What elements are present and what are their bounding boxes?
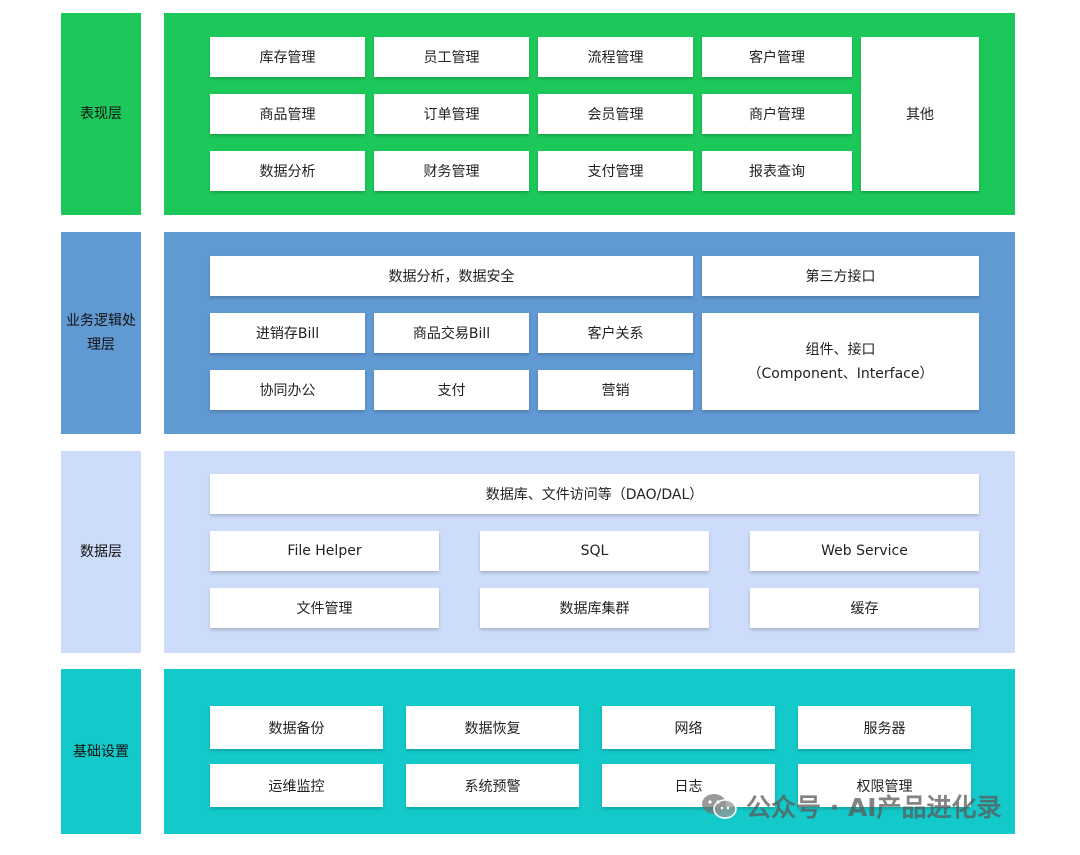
module-box: SQL <box>480 531 709 571</box>
module-box: 客户关系 <box>538 313 693 353</box>
module-box: Web Service <box>750 531 979 571</box>
presentation-layer-panel: 库存管理 员工管理 流程管理 客户管理 商品管理 订单管理 会员管理 商户管理 … <box>164 13 1015 215</box>
data-security-box: 数据分析，数据安全 <box>210 256 693 296</box>
module-box: 财务管理 <box>374 151 529 191</box>
component-interface-line1: 组件、接口 <box>805 341 876 358</box>
module-box: 商品管理 <box>210 94 365 134</box>
module-box: 流程管理 <box>538 37 693 77</box>
module-box: 报表查询 <box>702 151 852 191</box>
component-interface-line2: （Component、Interface） <box>747 365 934 382</box>
other-box: 其他 <box>861 37 979 191</box>
module-box: 进销存Bill <box>210 313 365 353</box>
infrastructure-layer-label-text: 基础设置 <box>73 743 129 760</box>
presentation-layer-label: 表现层 <box>61 13 141 215</box>
component-interface-box: 组件、接口 （Component、Interface） <box>702 313 979 410</box>
module-box: 员工管理 <box>374 37 529 77</box>
module-box: 支付 <box>374 370 529 410</box>
module-box: 系统预警 <box>406 764 579 807</box>
module-box: 数据备份 <box>210 706 383 749</box>
data-layer-label: 数据层 <box>61 451 141 653</box>
module-box: 会员管理 <box>538 94 693 134</box>
infrastructure-layer-label: 基础设置 <box>61 669 141 834</box>
business-layer-panel: 数据分析，数据安全 第三方接口 进销存Bill 商品交易Bill 客户关系 协同… <box>164 232 1015 434</box>
module-box: 订单管理 <box>374 94 529 134</box>
module-box: 数据恢复 <box>406 706 579 749</box>
module-box: 网络 <box>602 706 775 749</box>
module-box: 数据分析 <box>210 151 365 191</box>
watermark: 公众号 · AI产品进化录 <box>700 788 1002 824</box>
module-box: 文件管理 <box>210 588 439 628</box>
third-party-interface-box: 第三方接口 <box>702 256 979 296</box>
module-box: 支付管理 <box>538 151 693 191</box>
module-box: 数据库集群 <box>480 588 709 628</box>
wechat-icon <box>702 794 737 819</box>
dao-box: 数据库、文件访问等（DAO/DAL） <box>210 474 979 514</box>
infrastructure-layer-panel: 数据备份 数据恢复 网络 服务器 运维监控 系统预警 日志 权限管理 <box>164 669 1015 834</box>
module-box: 客户管理 <box>702 37 852 77</box>
module-box: 日志 <box>602 764 775 807</box>
business-layer-label: 业务逻辑处 理层 <box>61 232 141 434</box>
module-box: File Helper <box>210 531 439 571</box>
data-layer-panel: 数据库、文件访问等（DAO/DAL） File Helper SQL Web S… <box>164 451 1015 653</box>
module-box: 库存管理 <box>210 37 365 77</box>
data-layer-label-text: 数据层 <box>80 544 122 560</box>
module-box: 服务器 <box>798 706 971 749</box>
business-layer-label-line2: 理层 <box>87 337 115 353</box>
module-box: 缓存 <box>750 588 979 628</box>
module-box: 商品交易Bill <box>374 313 529 353</box>
module-box: 营销 <box>538 370 693 410</box>
watermark-text: 公众号 · AI产品进化录 <box>746 793 1002 822</box>
module-box: 运维监控 <box>210 764 383 807</box>
module-box: 协同办公 <box>210 370 365 410</box>
module-box: 权限管理 <box>798 764 971 807</box>
business-layer-label-line1: 业务逻辑处 <box>66 313 136 329</box>
presentation-layer-label-text: 表现层 <box>80 106 122 122</box>
module-box: 商户管理 <box>702 94 852 134</box>
